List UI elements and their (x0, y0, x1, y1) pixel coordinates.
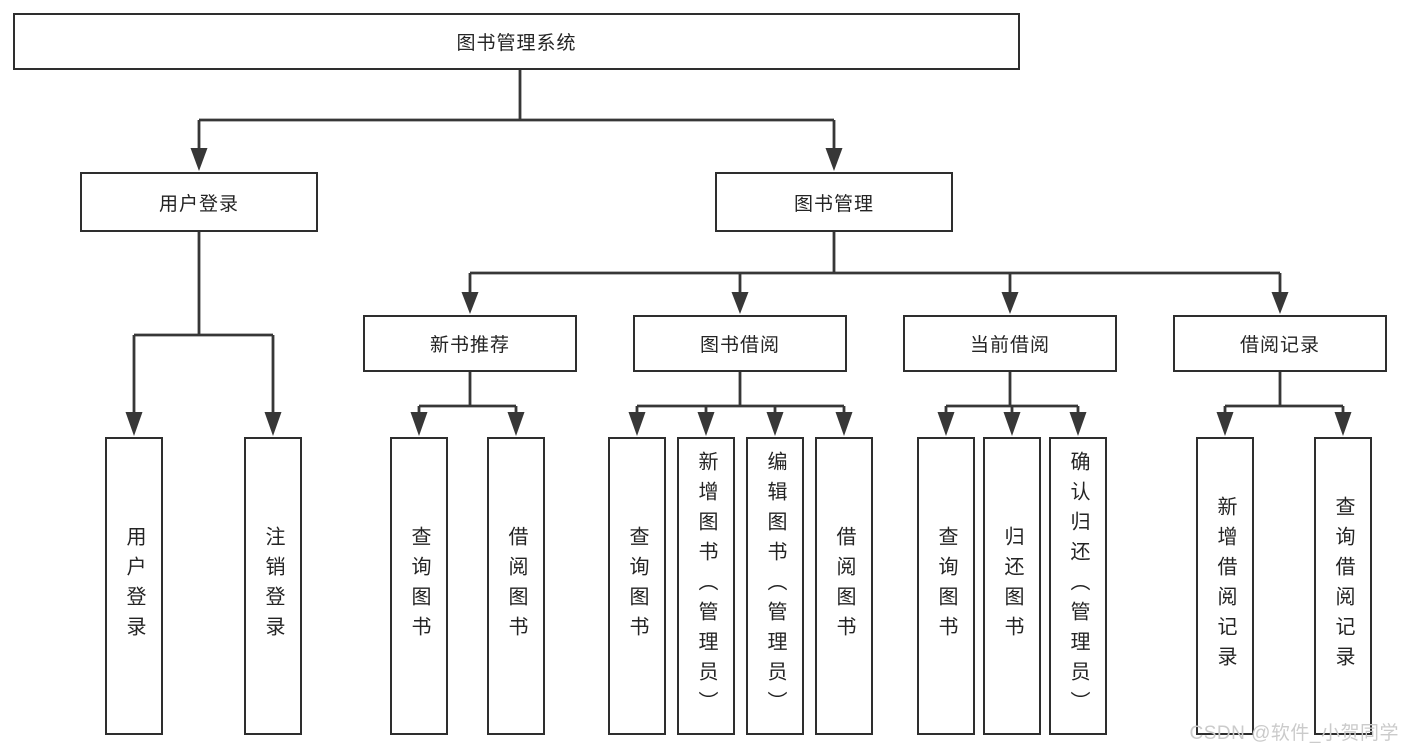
node-new-book-recommend: 新书推荐 (363, 315, 577, 372)
leaf-borrow-book-1: 借阅图书 (487, 437, 545, 735)
leaf-query-book-2: 查询图书 (608, 437, 666, 735)
node-label: 借阅图书 (505, 526, 527, 646)
node-label: 借阅图书 (833, 526, 855, 646)
node-label: 编辑图书（管理员） (764, 451, 786, 721)
node-label: 查询图书 (935, 526, 957, 646)
node-label: 图书管理系统 (456, 33, 577, 54)
node-label: 用户登录 (158, 193, 239, 215)
arrowhead (190, 148, 208, 171)
leaf-logout: 注销登录 (244, 437, 302, 735)
node-label: 图书管理 (793, 193, 874, 215)
node-book-borrow: 图书借阅 (633, 315, 847, 372)
leaf-add-borrow-record: 新增借阅记录 (1196, 437, 1254, 735)
arrowhead (1334, 412, 1352, 436)
leaf-query-book-1: 查询图书 (390, 437, 448, 735)
arrowhead (410, 412, 428, 436)
arrowhead (1271, 292, 1289, 314)
leaf-return-book: 归还图书 (983, 437, 1041, 735)
node-label: 查询图书 (408, 526, 430, 646)
arrowhead (697, 412, 715, 436)
arrowhead (507, 412, 525, 436)
arrowhead (937, 412, 955, 436)
node-label: 查询借阅记录 (1332, 496, 1354, 676)
leaf-edit-book-admin: 编辑图书（管理员） (746, 437, 804, 735)
node-label: 新书推荐 (429, 335, 510, 356)
leaf-query-book-3: 查询图书 (917, 437, 975, 735)
arrowhead (1069, 412, 1087, 436)
node-label: 归还图书 (1001, 526, 1023, 646)
leaf-query-borrow-record: 查询借阅记录 (1314, 437, 1372, 735)
arrowhead (766, 412, 784, 436)
node-label: 借阅记录 (1239, 335, 1320, 356)
arrowhead (1216, 412, 1234, 436)
arrowhead (731, 292, 749, 314)
node-label: 用户登录 (123, 526, 145, 646)
arrowhead (264, 412, 282, 436)
node-label: 图书借阅 (699, 335, 780, 356)
node-borrow-record: 借阅记录 (1173, 315, 1387, 372)
node-label: 新增图书（管理员） (695, 451, 717, 721)
node-root-library-system: 图书管理系统 (13, 13, 1020, 70)
node-user-login: 用户登录 (80, 172, 318, 232)
node-label: 查询图书 (626, 526, 648, 646)
node-label: 注销登录 (262, 526, 284, 646)
arrowhead (461, 292, 479, 314)
node-label: 确认归还（管理员） (1067, 451, 1089, 721)
arrowhead (825, 148, 843, 171)
arrowhead (835, 412, 853, 436)
arrowhead (1003, 412, 1021, 436)
node-label: 当前借阅 (969, 335, 1050, 356)
leaf-add-book-admin: 新增图书（管理员） (677, 437, 735, 735)
leaf-borrow-book-2: 借阅图书 (815, 437, 873, 735)
leaf-user-login: 用户登录 (105, 437, 163, 735)
node-label: 新增借阅记录 (1214, 496, 1236, 676)
leaf-confirm-return-admin: 确认归还（管理员） (1049, 437, 1107, 735)
arrowhead (125, 412, 143, 436)
node-current-borrow: 当前借阅 (903, 315, 1117, 372)
arrowhead (1001, 292, 1019, 314)
arrowhead (628, 412, 646, 436)
node-book-management: 图书管理 (715, 172, 953, 232)
